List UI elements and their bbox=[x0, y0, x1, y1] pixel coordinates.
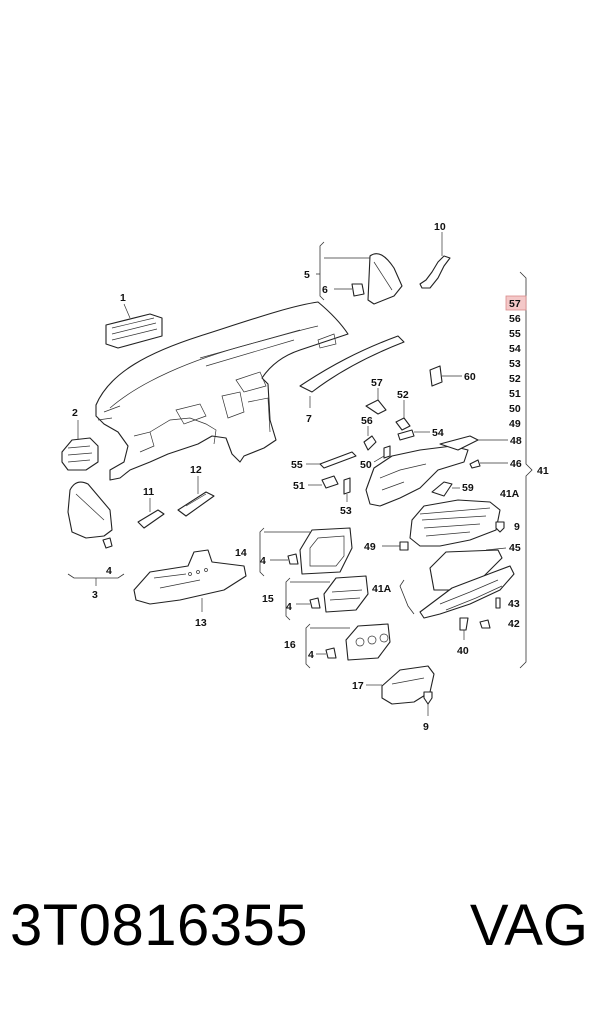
part-53-screw bbox=[343, 477, 351, 502]
part-41a-lid-outer bbox=[399, 565, 515, 619]
callout-17: 17 bbox=[352, 680, 364, 692]
part-number: 3T0816355 bbox=[10, 893, 308, 958]
callout-59: 59 bbox=[462, 482, 474, 494]
part-11-trim-strip bbox=[137, 498, 165, 529]
list-item: 50 bbox=[509, 403, 521, 415]
callout-4-a: 4 bbox=[106, 565, 112, 577]
callout-1: 1 bbox=[120, 292, 126, 304]
callout-40: 40 bbox=[457, 645, 469, 657]
callout-3: 3 bbox=[92, 589, 98, 601]
part-41a-glove-box-shell bbox=[409, 499, 501, 547]
dashboard-panel bbox=[95, 301, 349, 481]
part-43-pin bbox=[495, 597, 501, 609]
callout-50: 50 bbox=[360, 459, 372, 471]
part-14-radio-trim bbox=[259, 527, 353, 577]
callout-4-c: 4 bbox=[286, 601, 292, 613]
list-item: 53 bbox=[509, 358, 521, 370]
callout-60: 60 bbox=[464, 371, 476, 383]
part-51-clip bbox=[308, 475, 339, 489]
part-1-air-vent bbox=[105, 303, 163, 349]
part-3-side-cover bbox=[67, 481, 125, 586]
callout-42: 42 bbox=[508, 618, 520, 630]
list-item: 55 bbox=[509, 328, 521, 340]
part-16-climate-trim bbox=[305, 623, 391, 669]
callout-4-d: 4 bbox=[308, 649, 314, 661]
list-item: 57 bbox=[509, 298, 521, 310]
part-50-clip bbox=[373, 445, 391, 463]
part-56-clip bbox=[363, 426, 377, 451]
part-15-control-trim bbox=[285, 575, 369, 621]
callout-6: 6 bbox=[322, 284, 328, 296]
callout-2: 2 bbox=[72, 407, 78, 419]
list-item: 51 bbox=[509, 388, 521, 400]
callout-48: 48 bbox=[510, 435, 522, 447]
callout-41a-left: 41A bbox=[372, 583, 392, 595]
callout-16: 16 bbox=[284, 639, 296, 651]
callout-13: 13 bbox=[195, 617, 207, 629]
callout-43: 43 bbox=[508, 598, 520, 610]
highlight-57 bbox=[505, 295, 527, 311]
callout-51: 51 bbox=[293, 480, 305, 492]
part-40-clip bbox=[459, 617, 469, 640]
callout-41a-right: 41A bbox=[500, 488, 520, 500]
part-9-screw-a bbox=[495, 521, 505, 533]
callout-11: 11 bbox=[143, 486, 154, 498]
callout-12: 12 bbox=[190, 464, 202, 476]
part-12-trim-strip bbox=[177, 476, 215, 517]
part-10-bracket bbox=[419, 232, 451, 289]
callout-7: 7 bbox=[306, 413, 312, 425]
callout-49: 49 bbox=[364, 541, 376, 553]
callout-57: 57 bbox=[371, 377, 383, 389]
list-item: 52 bbox=[509, 373, 521, 385]
part-54-clip bbox=[397, 429, 430, 441]
part-9-screw-b bbox=[423, 691, 433, 716]
brand-label: VAG bbox=[469, 893, 588, 958]
part-52-clip bbox=[395, 400, 411, 431]
list-item: 56 bbox=[509, 313, 521, 325]
group-41-bracket bbox=[519, 271, 533, 669]
part-7-trim-strip bbox=[299, 335, 405, 408]
part-41-glove-box-housing bbox=[365, 435, 508, 507]
part-2-side-vent bbox=[61, 420, 99, 471]
callout-53: 53 bbox=[340, 505, 352, 517]
part-42-clip bbox=[479, 619, 491, 629]
callout-46: 46 bbox=[510, 458, 522, 470]
callout-55: 55 bbox=[291, 459, 303, 471]
callout-14: 14 bbox=[235, 547, 247, 559]
list-item: 49 bbox=[509, 418, 521, 430]
callout-9-a: 9 bbox=[514, 521, 520, 533]
callout-10: 10 bbox=[434, 221, 446, 233]
callout-5: 5 bbox=[304, 269, 310, 281]
callout-9-b: 9 bbox=[423, 721, 429, 733]
callout-41: 41 bbox=[537, 465, 549, 477]
list-item: 54 bbox=[509, 343, 521, 355]
group-41-list: 57 56 55 54 53 52 51 50 49 bbox=[509, 298, 521, 430]
callout-56: 56 bbox=[361, 415, 373, 427]
callout-4-b: 4 bbox=[260, 555, 266, 567]
part-45-lid bbox=[429, 547, 507, 591]
part-55-strip bbox=[306, 451, 357, 469]
part-caption: 3T0816355 VAG bbox=[10, 892, 590, 982]
part-13-lower-panel bbox=[133, 549, 247, 612]
callout-52: 52 bbox=[397, 389, 409, 401]
part-49-clip bbox=[382, 541, 409, 551]
callout-15: 15 bbox=[262, 593, 274, 605]
callout-54: 54 bbox=[432, 427, 444, 439]
part-57-clip bbox=[365, 388, 387, 415]
callout-45: 45 bbox=[509, 542, 521, 554]
part-60-clip bbox=[429, 365, 462, 387]
part-5-end-cap bbox=[316, 241, 403, 305]
